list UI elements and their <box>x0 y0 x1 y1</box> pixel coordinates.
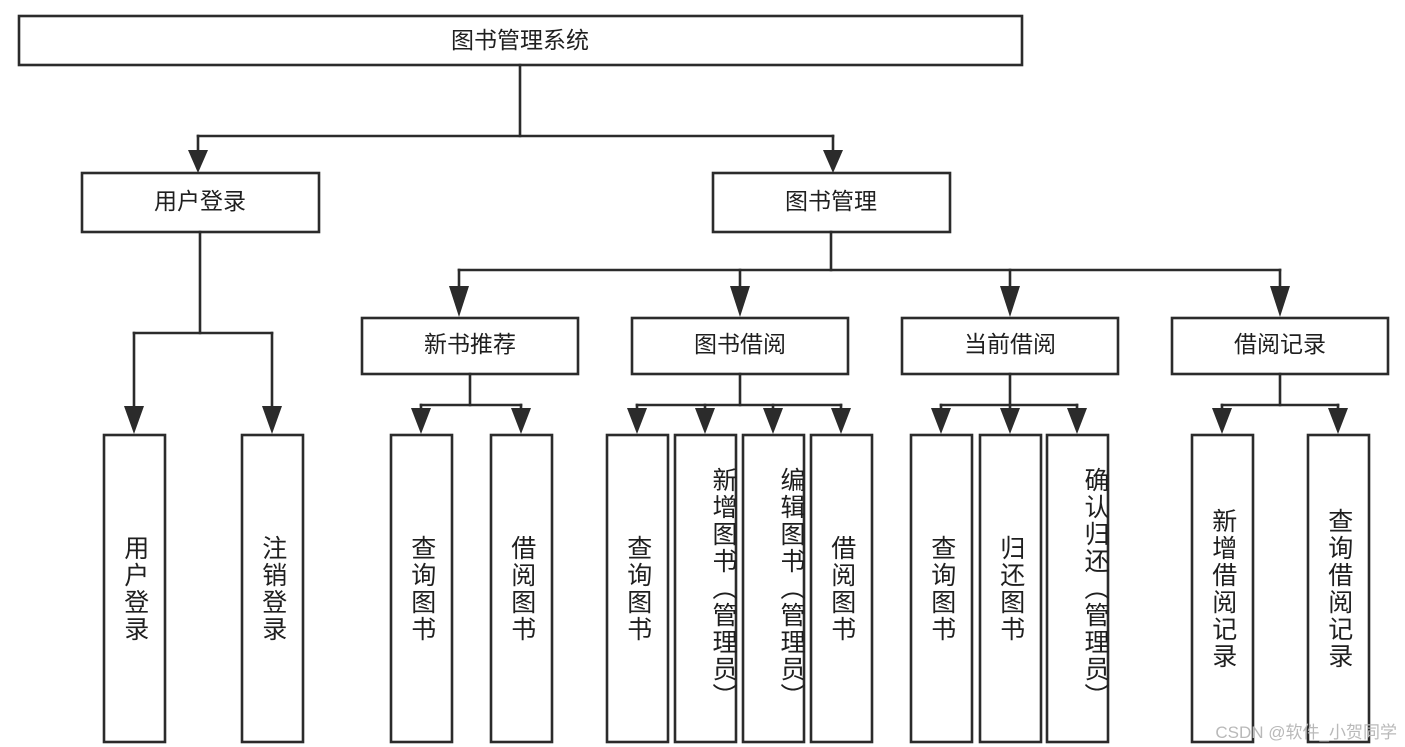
node-book-borrow-box <box>630 316 850 376</box>
leaf-box-edit-book[interactable] <box>741 433 806 744</box>
leaf-box-return-book[interactable] <box>978 433 1043 744</box>
arrow-head-leaf-borrow-book-1 <box>511 408 531 434</box>
arrow-head-leaf-add-book <box>695 408 715 434</box>
arrow-head-borrow-record <box>1270 286 1290 317</box>
arrow-head-current-borrow <box>1000 286 1020 317</box>
leaf-box-query-book-2[interactable] <box>605 433 670 744</box>
node-user-login-label: 用户登录 <box>154 188 246 214</box>
arrow-head-leaf-query-book-2 <box>627 408 647 434</box>
node-root[interactable]: 图书管理系统 <box>17 14 1024 67</box>
node-book-manage-box <box>711 171 952 234</box>
node-book-manage-label: 图书管理 <box>785 188 877 214</box>
node-user-login[interactable]: 用户登录 <box>80 171 321 234</box>
arrow-head-leaf-query-record <box>1328 408 1348 434</box>
leaf-box-borrow-book-2[interactable] <box>809 433 874 744</box>
node-current-borrow[interactable]: 当前借阅 <box>900 316 1120 376</box>
node-borrow-record[interactable]: 借阅记录 <box>1170 316 1390 376</box>
node-root-box <box>17 14 1024 67</box>
node-current-borrow-box <box>900 316 1120 376</box>
node-new-book-rec[interactable]: 新书推荐 <box>360 316 580 376</box>
arrow-head-leaf-borrow-book-2 <box>831 408 851 434</box>
node-root-label: 图书管理系统 <box>451 27 589 53</box>
node-borrow-record-box <box>1170 316 1390 376</box>
arrow-head-leaf-logout <box>262 406 282 434</box>
node-book-borrow-label: 图书借阅 <box>694 331 786 357</box>
arrow-head-leaf-query-book-3 <box>931 408 951 434</box>
arrow-head-new-book-rec <box>449 286 469 317</box>
arrow-head-user-login <box>188 150 208 173</box>
arrow-head-leaf-query-book-1 <box>411 408 431 434</box>
leaf-box-user-login[interactable] <box>102 433 167 744</box>
csdn-watermark: CSDN @软件_小贺同学 <box>1215 723 1397 742</box>
leaf-box-query-book-1[interactable] <box>389 433 454 744</box>
arrow-head-leaf-confirm-return <box>1067 408 1087 434</box>
arrow-head-book-borrow <box>730 286 750 317</box>
arrow-head-leaf-edit-book <box>763 408 783 434</box>
leaf-box-query-book-3[interactable] <box>909 433 974 744</box>
arrow-head-leaf-return-book <box>1000 408 1020 434</box>
leaf-box-borrow-book-1[interactable] <box>489 433 554 744</box>
arrow-head-book-manage <box>823 150 843 173</box>
arrow-head-leaf-add-record <box>1212 408 1232 434</box>
node-new-book-rec-label: 新书推荐 <box>424 331 516 357</box>
node-borrow-record-label: 借阅记录 <box>1234 331 1326 357</box>
leaf-box-logout[interactable] <box>240 433 305 744</box>
leaf-box-confirm-return[interactable] <box>1045 433 1110 744</box>
node-book-borrow[interactable]: 图书借阅 <box>630 316 850 376</box>
node-current-borrow-label: 当前借阅 <box>964 331 1056 357</box>
node-new-book-rec-box <box>360 316 580 376</box>
arrow-head-leaf-user-login <box>124 406 144 434</box>
leaf-box-add-record[interactable] <box>1190 433 1255 744</box>
leaf-box-query-record[interactable] <box>1306 433 1371 744</box>
leaf-box-add-book[interactable] <box>673 433 738 744</box>
node-book-manage[interactable]: 图书管理 <box>711 171 952 234</box>
